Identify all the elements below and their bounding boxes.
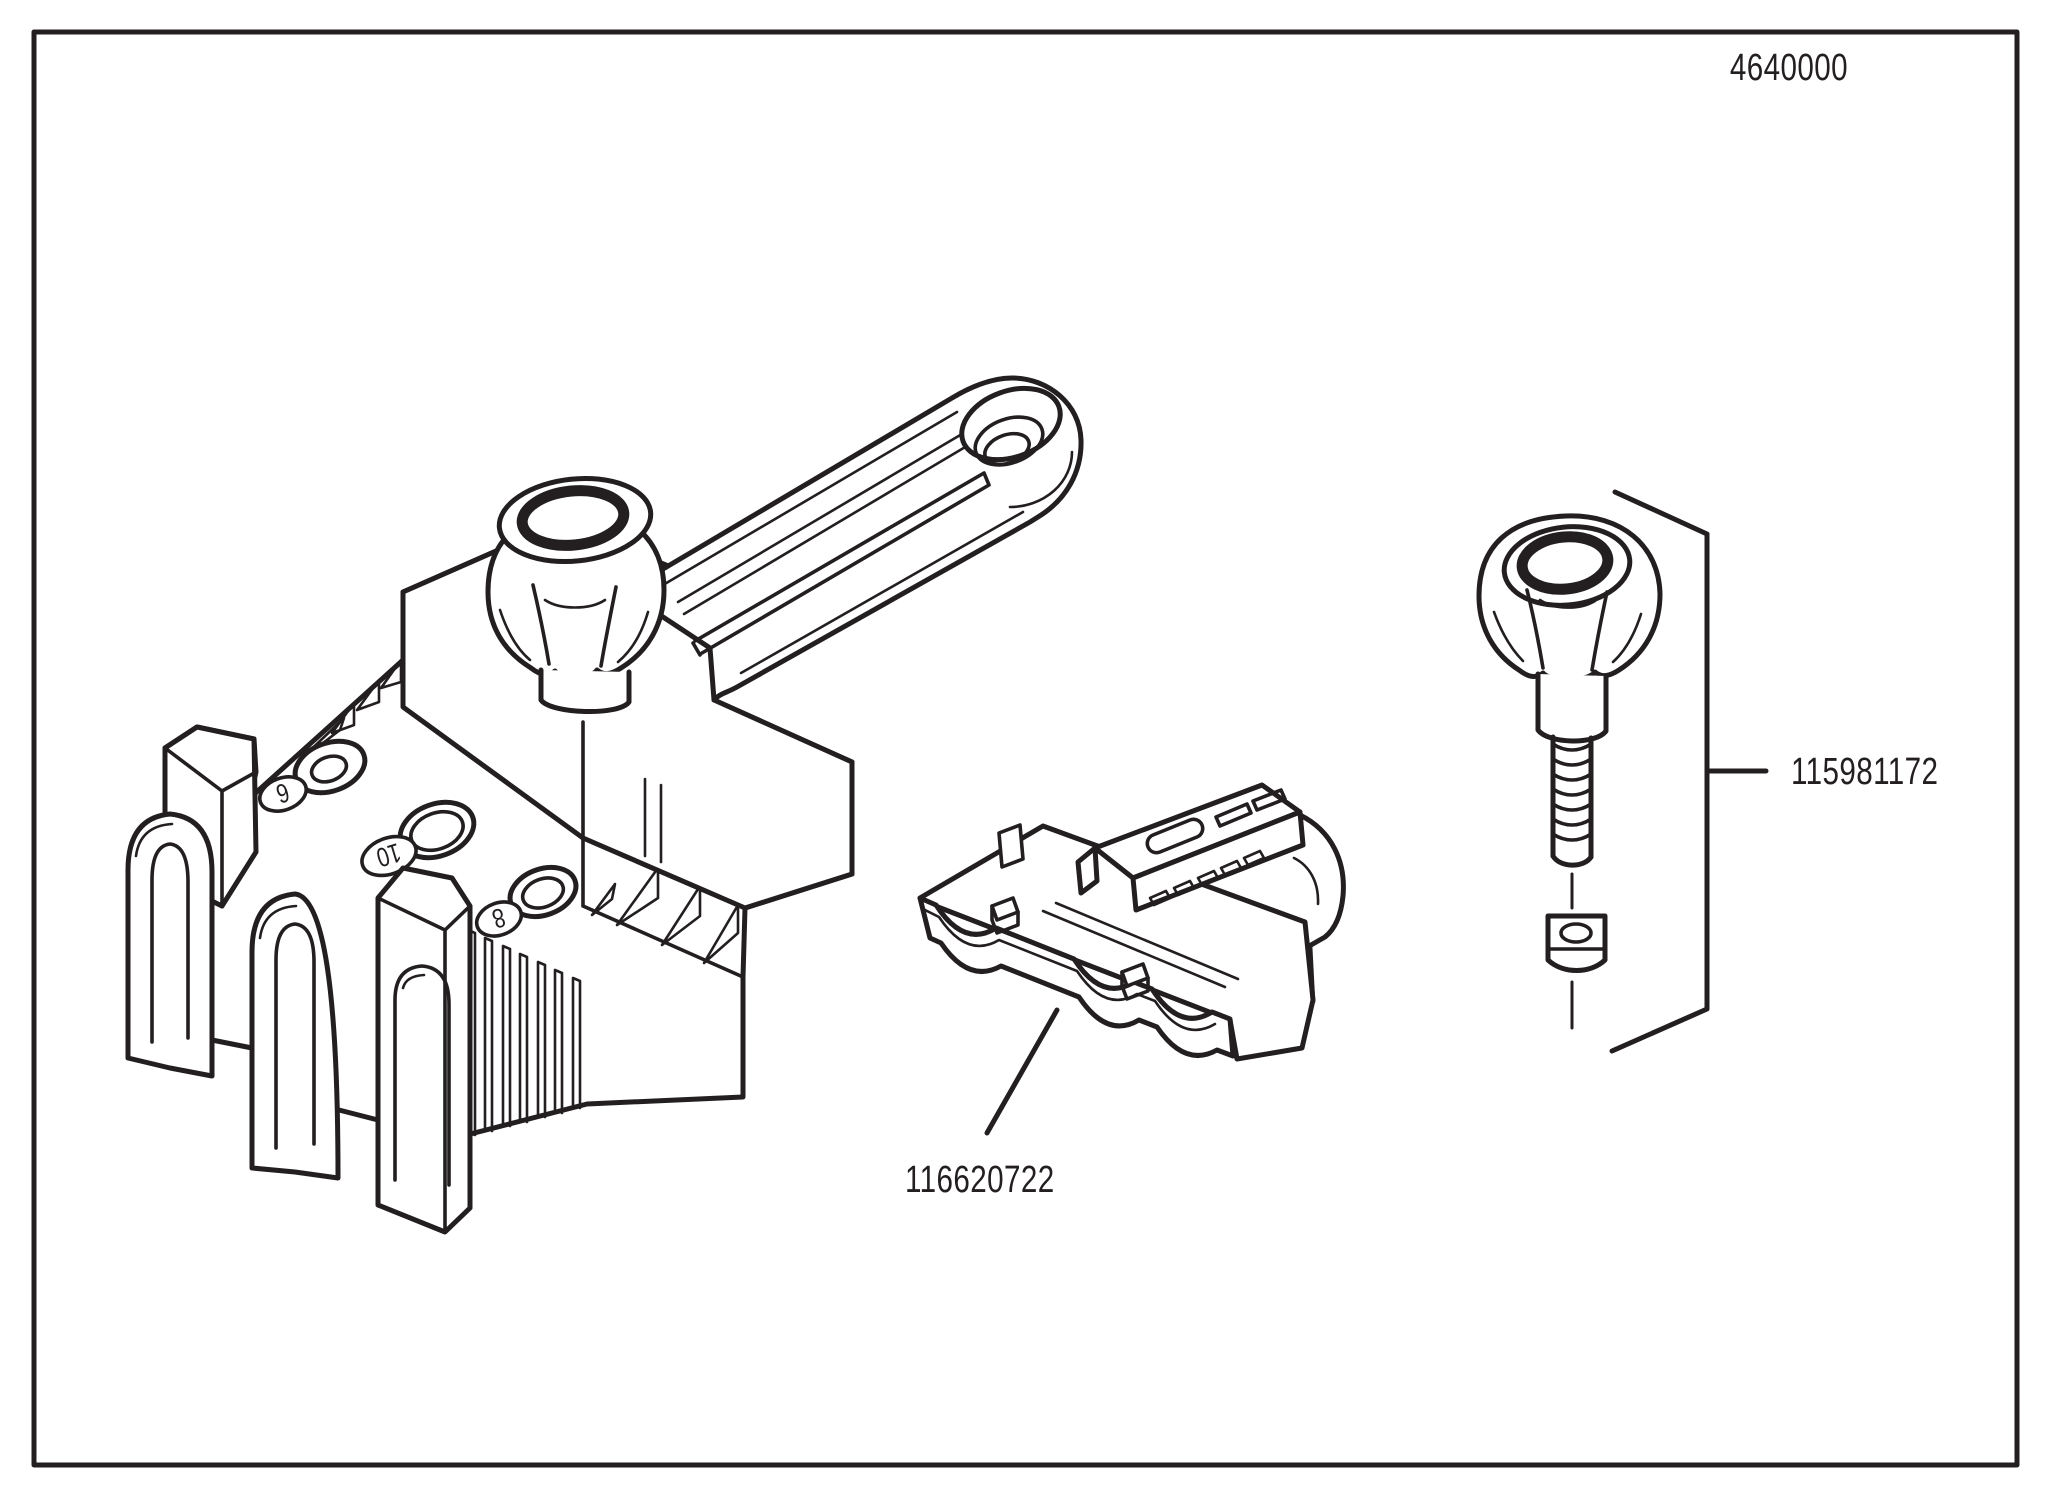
- insert-leader-line: [984, 1007, 1060, 1136]
- hole-size-badge-6: 6: [257, 775, 309, 813]
- drawing-number-text: 4640000: [1730, 47, 1848, 89]
- square-nut: [1545, 913, 1608, 973]
- dowel-jig-illustration: 6 10 8: [125, 375, 1084, 1235]
- jig-prong-3: [375, 865, 473, 1235]
- page-border-frame: [31, 29, 2020, 1468]
- rail-oblong-slot: [1145, 817, 1205, 855]
- insert-rail: [1075, 782, 1306, 913]
- arm-ring-bore: [983, 431, 1031, 467]
- insert-callout: 116620722: [905, 1007, 1060, 1201]
- knob-assembly-callout: 115981172: [1609, 489, 1938, 1054]
- insert-tab-2: [1120, 962, 1150, 1001]
- knob-neck: [538, 667, 632, 715]
- drawing-number-label: 4640000: [1730, 47, 1848, 89]
- clamp-arm: [655, 375, 1084, 703]
- insert-scallop-inner-line: [923, 908, 1217, 1032]
- stop-insert-illustration: [917, 782, 1346, 1062]
- jig-star-knob: [485, 475, 667, 715]
- clamp-knob: [1476, 513, 1663, 744]
- rail-small-slots: [1214, 788, 1287, 828]
- clamp-knob-top-ring: [1516, 531, 1614, 595]
- knob-screw-illustration: [1476, 513, 1663, 1030]
- knob-assembly-part-number-text: 115981172: [1791, 751, 1938, 793]
- insert-round-end: [1292, 812, 1346, 1004]
- rail-teeth: [1148, 849, 1266, 907]
- insert-scallop-band: [917, 895, 1236, 1059]
- drill-hole-10: [397, 799, 477, 861]
- threaded-screw: [1550, 734, 1594, 868]
- insert-part-number-text: 116620722: [905, 1159, 1055, 1201]
- clamp-knob-neck: [1535, 671, 1609, 744]
- jig-prong-2: [249, 891, 341, 1181]
- insert-pillar: [997, 823, 1025, 869]
- jig-prong-1: [125, 811, 215, 1079]
- hole-size-badge-8: 8: [474, 900, 524, 938]
- insert-floor-edges: [1041, 901, 1240, 989]
- knob-top-ring: [516, 485, 630, 551]
- insert-tab-1: [990, 896, 1020, 935]
- jig-fins: [448, 920, 582, 1142]
